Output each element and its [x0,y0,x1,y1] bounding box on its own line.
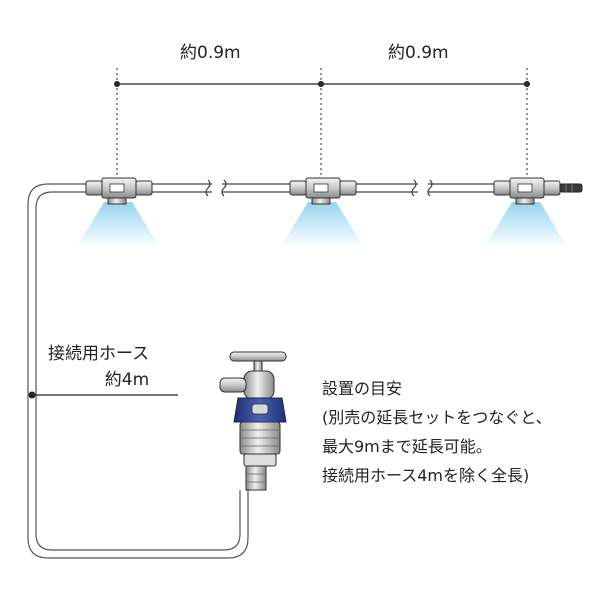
faucet-handle [229,351,287,362]
break-mark [411,179,433,197]
mist-hose [150,179,498,197]
mist-nozzle [280,177,364,248]
note-line: 接続用ホース4mを除く全長) [322,466,530,485]
mist-spray [76,202,160,248]
mist-nozzle [76,177,160,248]
connection-hose [27,183,249,559]
hose-label-name: 接続用ホース [48,344,150,364]
note-line: (別売の延長セットをつなぐと、 [322,408,552,427]
note-title: 設置の目安 [322,379,403,398]
distance-label: 約0.9m [180,43,241,63]
hose-length: 約4m [104,370,150,390]
break-mark [205,179,227,197]
mist-nozzle [484,177,583,248]
mist-spray [280,202,364,248]
hose-label: 接続用ホース 約4m [48,341,149,393]
note-line: 最大9mまで延長可能。 [322,437,492,456]
faucet [219,351,287,491]
dimension-line [114,68,530,178]
installation-note: 設置の目安 (別売の延長セットをつなぐと、 最大9mまで延長可能。 接続用ホース… [322,374,552,490]
end-cap [559,183,583,193]
mist-spray [484,202,568,248]
distance-label: 約0.9m [388,43,449,63]
